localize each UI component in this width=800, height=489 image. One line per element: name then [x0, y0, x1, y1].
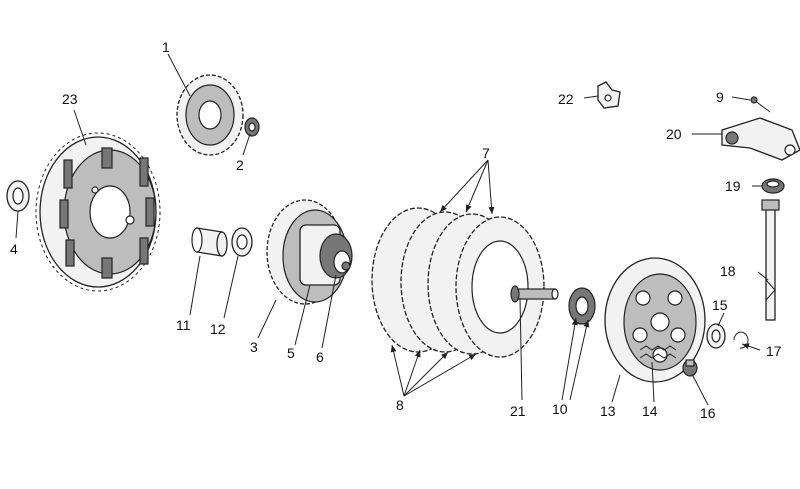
- clutch-hub-part: [266, 199, 353, 305]
- callout-17: 17: [766, 343, 782, 359]
- screw-part: [682, 359, 698, 377]
- callout-labels: 1 2 3 4 5 6 7 8 9 10 11 12 13 14 15 16 1…: [10, 39, 782, 421]
- bracket-part: [597, 81, 621, 109]
- callout-8: 8: [396, 397, 404, 413]
- clutch-basket-part: [35, 132, 161, 292]
- callout-13: 13: [600, 403, 616, 419]
- primary-gear-part: [176, 74, 244, 156]
- release-shaft-part: [761, 199, 780, 321]
- callout-18: 18: [720, 263, 736, 279]
- callout-12: 12: [210, 321, 226, 337]
- bushing-part: [191, 227, 228, 257]
- callout-16: 16: [700, 405, 716, 421]
- callout-23: 23: [62, 91, 78, 107]
- callout-11: 11: [176, 317, 191, 333]
- callout-20: 20: [666, 126, 682, 142]
- callout-5: 5: [287, 345, 295, 361]
- release-lever-part: [721, 117, 800, 161]
- callout-4: 4: [10, 241, 18, 257]
- oil-seal-part: [761, 178, 785, 194]
- pressure-plate-part: [604, 257, 706, 383]
- callout-3: 3: [250, 339, 258, 355]
- callout-10: 10: [552, 401, 568, 417]
- callout-21: 21: [510, 403, 526, 419]
- clutch-plates-part: [371, 207, 545, 358]
- callout-7: 7: [482, 145, 490, 161]
- callout-19: 19: [725, 178, 741, 194]
- lever-screw-part: [750, 96, 771, 113]
- leader-lines: [15, 53, 769, 406]
- callout-1: 1: [162, 39, 170, 55]
- thrust-washer-part: [6, 180, 30, 212]
- callout-2: 2: [236, 157, 244, 173]
- washer-part: [706, 323, 726, 349]
- spring-part: [639, 345, 677, 359]
- callout-22: 22: [558, 91, 574, 107]
- callout-6: 6: [316, 349, 324, 365]
- spacer-washer-part: [231, 227, 253, 257]
- callout-14: 14: [642, 403, 658, 419]
- callout-9: 9: [716, 89, 724, 105]
- bearing-part: [568, 287, 596, 325]
- push-piece-part: [510, 285, 559, 303]
- nut-part: [244, 117, 260, 137]
- callout-15: 15: [712, 297, 728, 313]
